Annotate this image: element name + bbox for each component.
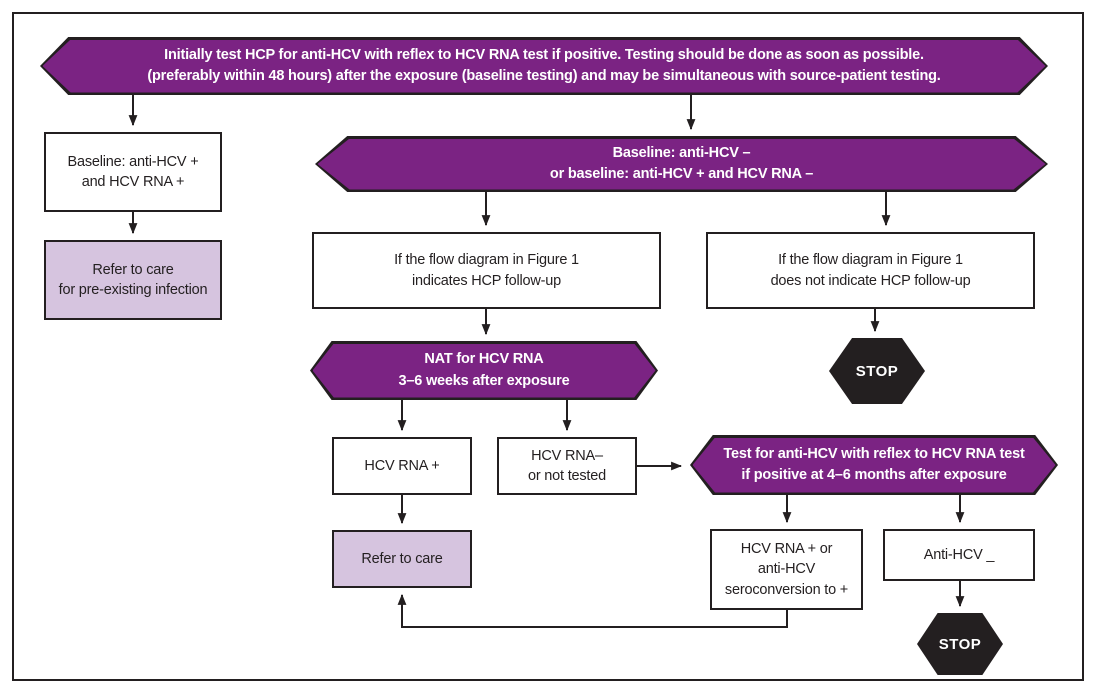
box-rna-positive: HCV RNA +: [332, 437, 472, 495]
box-baseline-positive-label: Baseline: anti-HCV + and HCV RNA +: [67, 153, 199, 190]
box-figure1-not-indicate-label: If the flow diagram in Figure 1 does not…: [770, 252, 971, 289]
box-rna-negative-label: HCV RNA– or not tested: [527, 447, 606, 484]
box-rna-positive-label: HCV RNA +: [364, 457, 440, 474]
figure-border: [12, 12, 1084, 681]
hexagon-nat-test: NAT for HCV RNA 3–6 weeks after exposure: [310, 341, 658, 400]
box-figure1-not-indicate: If the flow diagram in Figure 1 does not…: [706, 232, 1035, 309]
box-rna-negative: HCV RNA– or not tested: [497, 437, 637, 495]
box-baseline-positive: Baseline: anti-HCV + and HCV RNA +: [44, 132, 222, 212]
box-figure1-indicates: If the flow diagram in Figure 1 indicate…: [312, 232, 661, 309]
stop-sign-2-label: STOP: [938, 635, 982, 653]
hexagon-test-4-6-months: Test for anti-HCV with reflex to HCV RNA…: [690, 435, 1058, 495]
box-figure1-indicates-label: If the flow diagram in Figure 1 indicate…: [394, 252, 579, 289]
stop-sign-1-label: STOP: [855, 362, 899, 380]
stop-sign-1: STOP: [829, 338, 925, 404]
hexagon-baseline-negative: Baseline: anti-HCV – or baseline: anti-H…: [315, 136, 1048, 192]
stop-sign-2: STOP: [917, 613, 1003, 675]
box-anti-hcv-negative: Anti-HCV _: [883, 529, 1035, 581]
hexagon-fill: [42, 39, 1046, 93]
hexagon-fill: [317, 138, 1046, 190]
hexagon-fill: [692, 437, 1056, 493]
box-refer-care: Refer to care: [332, 530, 472, 588]
arrow-seroconversion-to-refer-care: [397, 593, 788, 628]
hexagon-baseline-negative-label: Baseline: anti-HCV – or baseline: anti-H…: [549, 144, 814, 182]
box-anti-hcv-negative-label: Anti-HCV _: [923, 546, 995, 563]
box-seroconversion: HCV RNA + or anti-HCV seroconversion to …: [710, 529, 863, 610]
hexagon-fill: [312, 343, 656, 398]
box-refer-preexisting-label: Refer to care for pre-existing infection: [58, 261, 208, 298]
box-refer-preexisting: Refer to care for pre-existing infection: [44, 240, 222, 320]
hexagon-nat-test-label: NAT for HCV RNA 3–6 weeks after exposure: [398, 351, 570, 389]
hexagon-initial-test-label: Initially test HCP for anti-HCV with ref…: [147, 46, 941, 84]
hexagon-initial-test-banner: Initially test HCP for anti-HCV with ref…: [40, 37, 1048, 95]
box-refer-care-label: Refer to care: [361, 550, 443, 567]
hexagon-test-4-6-months-label: Test for anti-HCV with reflex to HCV RNA…: [723, 445, 1025, 483]
box-seroconversion-label: HCV RNA + or anti-HCV seroconversion to …: [724, 541, 849, 598]
